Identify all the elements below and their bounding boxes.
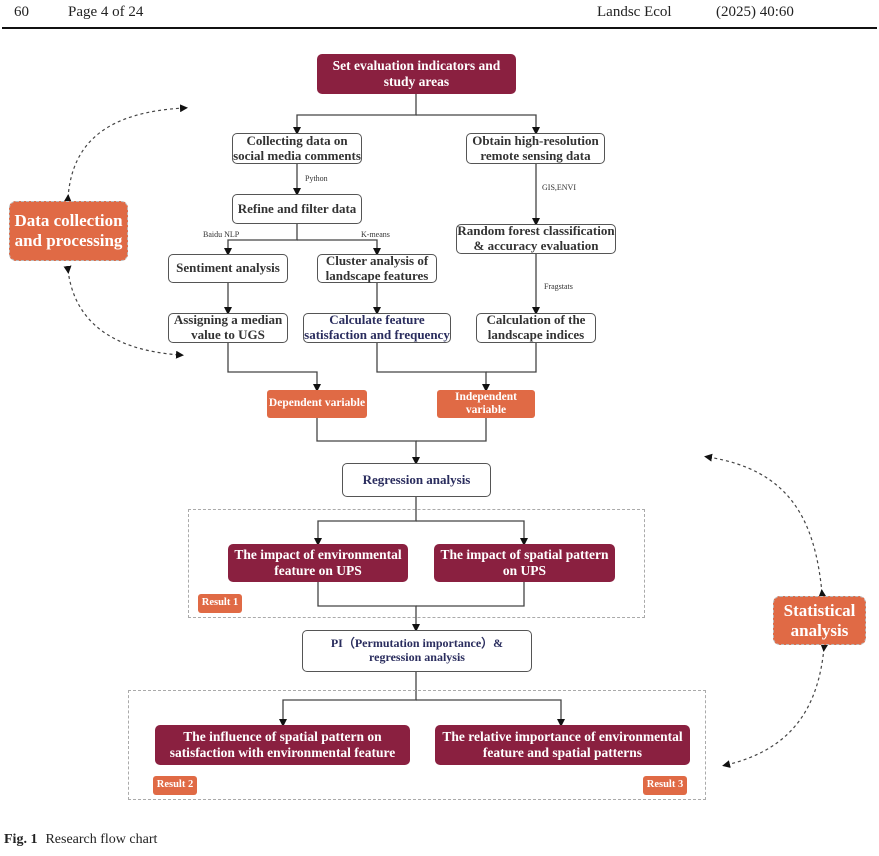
journal-name: Landsc Ecol [597, 4, 672, 20]
page-info: Page 4 of 24 [68, 4, 144, 20]
edge-label-fragstats: Fragstats [544, 282, 573, 291]
side-statistical-analysis: Statistical analysis [773, 596, 866, 645]
node-regression-analysis: Regression analysis [342, 463, 491, 497]
node-collecting-data: Collecting data on social media comments [232, 132, 362, 164]
edge-label-gis: GIS,ENVI [542, 183, 576, 192]
node-independent-variable: Independent variable [437, 390, 535, 418]
node-relative-importance: The relative importance of environmental… [435, 725, 690, 765]
edge-top-right [416, 114, 540, 135]
edge-assign-dependent [227, 343, 321, 392]
edge-independent-join [416, 418, 487, 442]
node-landscape-indices: Calculation of the landscape indices [476, 312, 596, 343]
edge-top-split [293, 94, 417, 135]
edge-spatial-join [416, 582, 525, 607]
edge-pi-relative [416, 699, 565, 727]
page-number: 60 [14, 4, 29, 20]
side-data-collection: Data collection and processing [9, 201, 128, 261]
edge-label-python: Python [305, 174, 328, 183]
result23-group [128, 690, 706, 800]
node-permutation-importance: PI（Permutation importance）& regression a… [302, 630, 532, 672]
node-random-forest: Random forest classification & accuracy … [456, 223, 616, 254]
curve-data-bottom [63, 265, 184, 359]
figure-label: Fig. 1 [4, 832, 38, 847]
edge-landscape-join [486, 343, 537, 373]
result2-badge: Result 2 [153, 776, 197, 795]
figure-caption-text: Research flow chart [45, 832, 158, 847]
edge-refine-cluster [297, 239, 381, 256]
node-obtain-remote-sensing: Obtain high-resolution remote sensing da… [466, 133, 605, 164]
curve-data-top [63, 104, 188, 203]
edge-refine-sentiment [224, 224, 298, 256]
node-influence-spatial: The influence of spatial pattern on sati… [155, 725, 410, 765]
citation: (2025) 40:60 [716, 4, 794, 20]
edge-pi-influence [279, 672, 417, 727]
result1-group [188, 509, 645, 618]
curve-stats-bottom [722, 643, 829, 768]
edge-calc-independent [376, 343, 490, 392]
node-dependent-variable: Dependent variable [267, 390, 367, 418]
node-calculate-feature: Calculate feature satisfaction and frequ… [303, 312, 451, 343]
node-set-indicators: Set evaluation indicators and study area… [317, 54, 516, 94]
node-cluster-analysis: Cluster analysis of landscape features [317, 253, 437, 283]
node-sentiment-analysis: Sentiment analysis [168, 254, 288, 283]
figure-caption: Fig. 1 Research flow chart [4, 832, 157, 848]
header-rule [2, 27, 877, 29]
node-impact-spatial: The impact of spatial pattern on UPS [434, 544, 615, 582]
result1-badge: Result 1 [198, 594, 242, 613]
edge-regression-spatial [416, 520, 528, 546]
node-refine-filter: Refine and filter data [232, 194, 362, 224]
edge-label-kmeans: K-means [361, 230, 390, 239]
edge-dependent-regression [316, 418, 420, 465]
node-impact-environmental: The impact of environmental feature on U… [228, 544, 408, 582]
node-assigning-median: Assigning a median value to UGS [168, 312, 288, 343]
edge-label-baidu: Baidu NLP [203, 230, 240, 239]
curve-stats-top [704, 453, 827, 598]
result3-badge: Result 3 [643, 776, 687, 795]
